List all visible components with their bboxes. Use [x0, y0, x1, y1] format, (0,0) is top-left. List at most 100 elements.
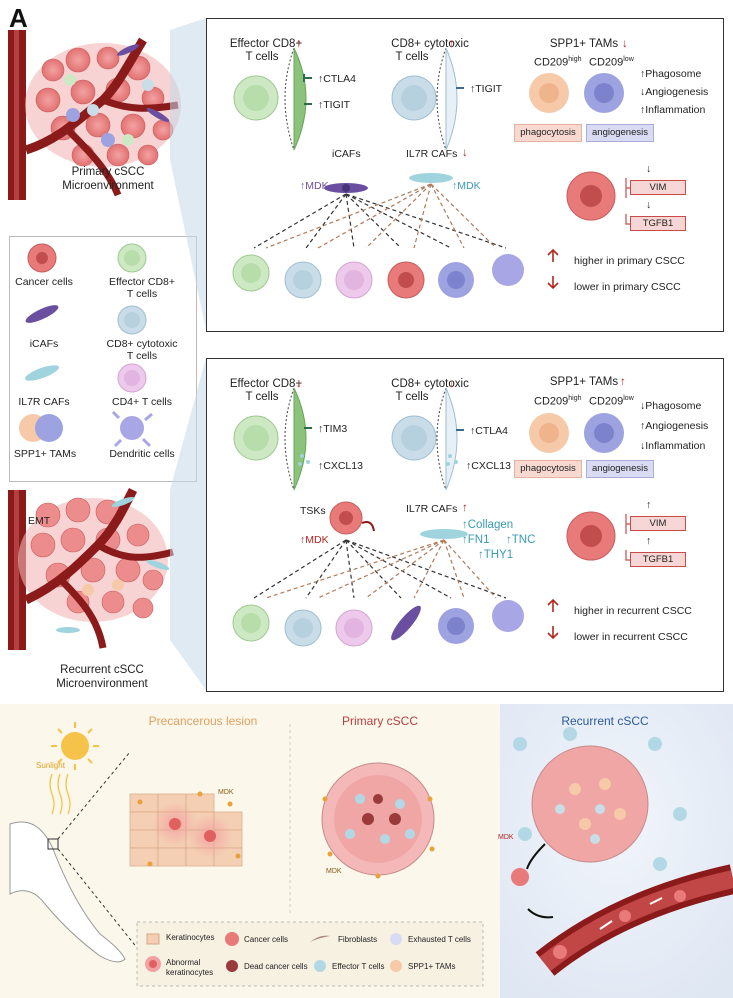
panel-a-letter: A	[9, 3, 28, 33]
recurrent-tissue-illustration	[8, 487, 174, 650]
r-cd209-high: CD209high	[534, 395, 582, 408]
primary-box-graphics	[232, 47, 646, 299]
p-phagocytosis-tag: phagocytosis	[514, 124, 582, 142]
p-cyto-tigit: ↑TIGIT	[470, 83, 503, 95]
p-icafs-label: iCAFs	[332, 148, 361, 160]
p-il7r-arrow: ↓	[462, 147, 468, 159]
r-effector-label-1: Effector CD8+	[229, 378, 303, 390]
zoom-wedges	[170, 18, 206, 690]
r-tgfb1-box: TGFB1	[630, 552, 686, 567]
p-cd209-low: CD209low	[589, 56, 634, 69]
r-cytotoxic-arrow: ↓	[449, 378, 455, 390]
p-cytotoxic-label-2: T cells	[395, 51, 429, 63]
b-legend-exhausted: Exhausted T cells	[408, 935, 471, 944]
r-cd209-low: CD209low	[589, 395, 634, 408]
r-il7r-arrow: ↑	[462, 502, 468, 514]
b-legend-cancer: Cancer cells	[244, 935, 289, 944]
r-tsks-label: TSKs	[300, 505, 326, 517]
precancerous-title: Precancerous lesion	[148, 714, 258, 728]
primary-tissue-illustration	[8, 30, 181, 200]
legend-cd4: CD4+ T cells	[111, 396, 172, 408]
p-vim-arrow: ↓	[646, 163, 652, 175]
r-vim-arrow: ↑	[646, 499, 652, 511]
b-legend-abnormal-1: Abnormal	[166, 958, 201, 967]
legend-cancer: Cancer cells	[15, 276, 73, 288]
r-phagosome: ↓Phagosome	[640, 400, 702, 412]
p-inflammation: ↑Inflammation	[640, 104, 706, 116]
p-effector-label-2: T cells	[245, 51, 279, 63]
r-effector-arrow: ↓	[296, 378, 302, 390]
legend-effector-1: Effector CD8+	[108, 276, 176, 288]
sunlight-label: Sunlight	[36, 761, 65, 770]
r-spp1-arrow: ↑	[620, 376, 626, 388]
r-vim-box: VIM	[630, 516, 686, 531]
p-legend-up: higher in primary CSCC	[574, 255, 685, 267]
p-il7r-label: IL7R CAFs	[406, 148, 458, 160]
b-legend-effector: Effector T cells	[332, 962, 385, 971]
r-effector-label-2: T cells	[245, 391, 279, 403]
r-il7r-label: IL7R CAFs	[406, 503, 458, 515]
primary-env-label-2: Microenvironment	[62, 180, 154, 192]
recurrent-env-label-2: Microenvironment	[56, 678, 148, 690]
p-angiogenesis: ↓Angiogenesis	[640, 86, 709, 98]
p-cytotoxic-label-1: CD8+ cytotoxic	[391, 38, 469, 50]
r-mdk: ↑MDK	[300, 534, 329, 546]
recurrent-title: Recurrent cSCC	[561, 714, 649, 728]
r-phagocytosis-tag: phagocytosis	[514, 460, 582, 478]
r-legend-up: higher in recurrent CSCC	[574, 605, 692, 617]
mdk-label-2: MDK	[326, 868, 342, 875]
recurrent-box-graphics	[232, 387, 646, 647]
r-ctla4: ↑CTLA4	[470, 425, 508, 437]
r-cxcl13-b: ↑CXCL13	[466, 460, 511, 472]
r-inflammation: ↓Inflammation	[640, 440, 706, 452]
legend-icafs: iCAFs	[29, 338, 59, 350]
legend-effector-2: T cells	[126, 288, 158, 300]
panel-b-illustration	[0, 704, 733, 998]
r-cytotoxic-label-2: T cells	[395, 391, 429, 403]
primary-title: Primary cSCC	[341, 714, 418, 728]
p-tgfb1-arrow: ↓	[646, 199, 652, 211]
p-ctla4: ↑CTLA4	[318, 73, 356, 85]
p-angiogenesis-tag: angiogenesis	[586, 124, 654, 142]
p-spp1-label: SPP1+ TAMs	[549, 38, 619, 50]
r-angiogenesis: ↑Angiogenesis	[640, 420, 709, 432]
legend-cytotoxic-1: CD8+ cytotoxic	[106, 338, 178, 350]
recurrent-env-label-1: Recurrent cSCC	[60, 664, 144, 676]
legend-dendritic: Dendritic cells	[109, 448, 175, 460]
p-phagosome: ↑Phagosome	[640, 68, 702, 80]
b-legend-fibroblasts: Fibroblasts	[338, 935, 378, 944]
r-tim3: ↑TIM3	[318, 423, 348, 435]
r-tnc: ↑TNC	[506, 534, 536, 546]
r-collagen: ↑Collagen	[462, 519, 514, 531]
p-cytotoxic-arrow: ↑	[449, 38, 455, 50]
legend-cytotoxic-2: T cells	[126, 350, 158, 362]
legend-spp1: SPP1+ TAMs	[13, 448, 77, 460]
p-spp1-arrow: ↓	[622, 38, 628, 50]
b-legend-keratinocytes: Keratinocytes	[166, 933, 215, 942]
r-tgfb1-arrow: ↑	[646, 535, 652, 547]
legend-il7r: IL7R CAFs	[18, 396, 70, 408]
legend-icons	[19, 243, 153, 448]
r-spp1-label: SPP1+ TAMs	[549, 376, 619, 388]
p-tigit: ↑TIGIT	[318, 99, 351, 111]
r-angiogenesis-tag: angiogenesis	[586, 460, 654, 478]
p-vim-box: VIM	[630, 180, 686, 195]
r-fn1: ↑FN1	[462, 534, 490, 546]
mdk-label-3: MDK	[498, 834, 514, 841]
p-effector-arrow: ↑	[296, 38, 302, 50]
p-mdk-left: ↑MDK	[300, 180, 329, 192]
p-cd209-high: CD209high	[534, 56, 582, 69]
emt-label: EMT	[28, 515, 51, 527]
primary-env-label-1: Primary cSCC	[71, 166, 145, 178]
mdk-label-1: MDK	[218, 789, 234, 796]
r-cytotoxic-label-1: CD8+ cytotoxic	[391, 378, 469, 390]
b-legend-dead: Dead cancer cells	[244, 962, 308, 971]
r-legend-down: lower in recurrent CSCC	[574, 631, 688, 643]
p-tgfb1-box: TGFB1	[630, 216, 686, 231]
cell-legend	[9, 236, 197, 482]
p-mdk-right: ↑MDK	[452, 180, 481, 192]
r-thy1: ↑THY1	[478, 549, 514, 561]
r-cxcl13-a: ↑CXCL13	[318, 460, 363, 472]
p-legend-down: lower in primary CSCC	[574, 281, 681, 293]
b-legend-spp1: SPP1+ TAMs	[408, 962, 456, 971]
